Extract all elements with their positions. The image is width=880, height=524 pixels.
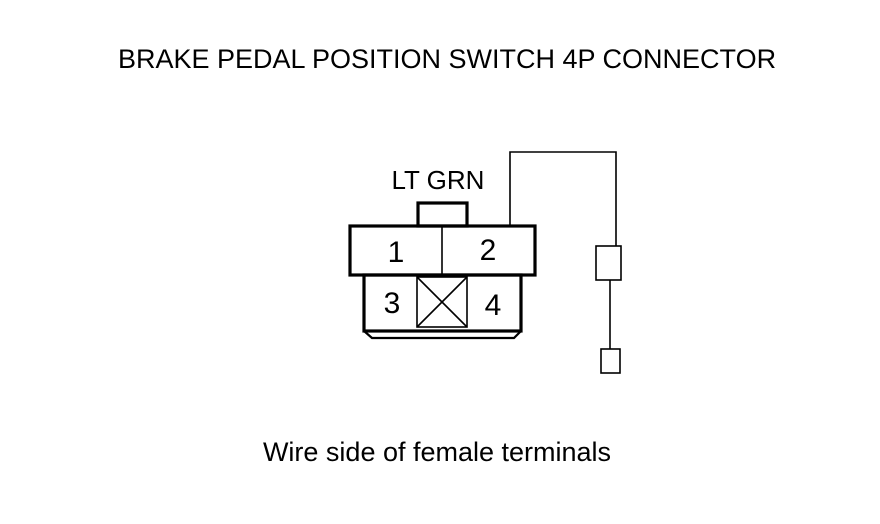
terminal-3-label: 3: [384, 287, 401, 320]
wire-line: [509, 151, 617, 246]
connector-bottom-edge: [363, 330, 522, 340]
wire-terminal-upper: [595, 245, 622, 281]
wire-terminal-lower: [600, 348, 621, 374]
connector-bottom-row: [362, 273, 523, 333]
terminal-1-label: 1: [388, 236, 405, 269]
terminal-4-label: 4: [485, 289, 502, 322]
diagram-caption: Wire side of female terminals: [263, 437, 611, 467]
connector-housing: [348, 201, 537, 340]
unused-cavity: [416, 276, 468, 328]
x-mark-icon: [416, 276, 468, 328]
wire-lt-grn: [509, 151, 622, 374]
diagram-title: BRAKE PEDAL POSITION SWITCH 4P CONNECTOR: [118, 44, 776, 74]
wire-color-label: LT GRN: [392, 165, 485, 195]
locking-tab: [416, 201, 469, 228]
terminal-2-label: 2: [480, 234, 497, 267]
